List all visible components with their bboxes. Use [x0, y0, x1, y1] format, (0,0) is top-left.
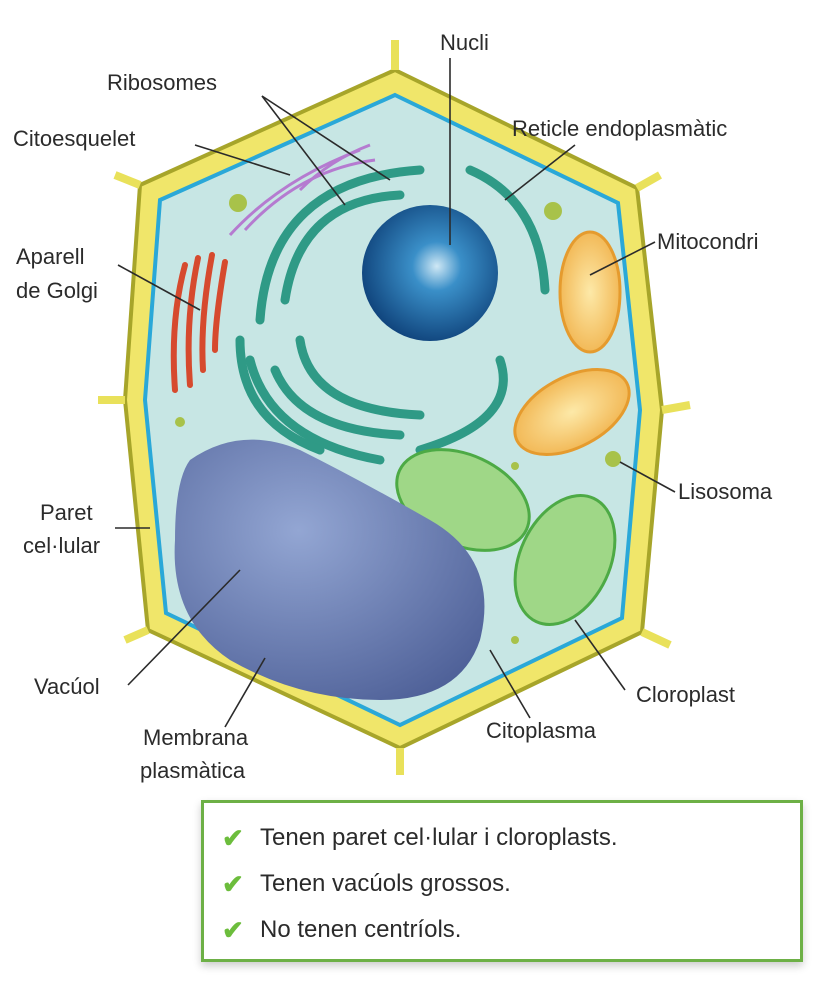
label-vacuole: Vacúol	[34, 674, 100, 699]
chloroplast-2	[513, 494, 617, 626]
endoplasmic-reticulum	[235, 165, 550, 465]
label-nucleus: Nucli	[440, 30, 489, 55]
check-icon: ✔	[222, 822, 244, 853]
check-icon: ✔	[222, 914, 244, 945]
features-box: ✔ Tenen paret cel·lular i cloroplasts. ✔ T…	[201, 800, 803, 962]
feature-text: Tenen vacúols grossos.	[260, 870, 511, 897]
label-membrane-line2: plasmàtica	[140, 758, 246, 783]
label-mitochondrion: Mitocondri	[657, 229, 759, 254]
feature-text: No tenen centríols.	[260, 916, 462, 943]
leader-lines	[115, 58, 676, 728]
check-icon: ✔	[222, 868, 244, 899]
label-cytoplasm: Citoplasma	[486, 718, 597, 743]
label-cell-wall-line1: Paret	[40, 500, 93, 525]
mitochondrion-2	[513, 368, 631, 456]
vacuole	[174, 439, 485, 700]
golgi-apparatus	[170, 252, 228, 393]
feature-text: Tenen paret cel·lular i cloroplasts.	[260, 824, 618, 851]
cytoskeleton	[228, 143, 376, 237]
mitochondrion-1	[558, 230, 622, 354]
label-membrane-line1: Membrana	[143, 725, 249, 750]
feature-item: ✔ No tenen centríols.	[204, 907, 800, 953]
label-golgi-line2: de Golgi	[16, 278, 98, 303]
label-chloroplast: Cloroplast	[636, 682, 736, 707]
feature-item: ✔ Tenen vacúols grossos.	[204, 861, 800, 907]
nucleus	[362, 205, 498, 341]
label-lysosome: Lisosoma	[678, 479, 773, 504]
label-ribosomes: Ribosomes	[107, 70, 218, 95]
label-endoplasmic-reticulum: Reticle endoplasmàtic	[512, 116, 728, 141]
label-cell-wall-line2: cel·lular	[23, 533, 101, 558]
lysosomes	[175, 194, 621, 644]
label-cytoskeleton: Citoesquelet	[13, 126, 136, 151]
feature-item: ✔ Tenen paret cel·lular i cloroplasts.	[204, 815, 800, 861]
label-golgi-line1: Aparell	[16, 244, 85, 269]
